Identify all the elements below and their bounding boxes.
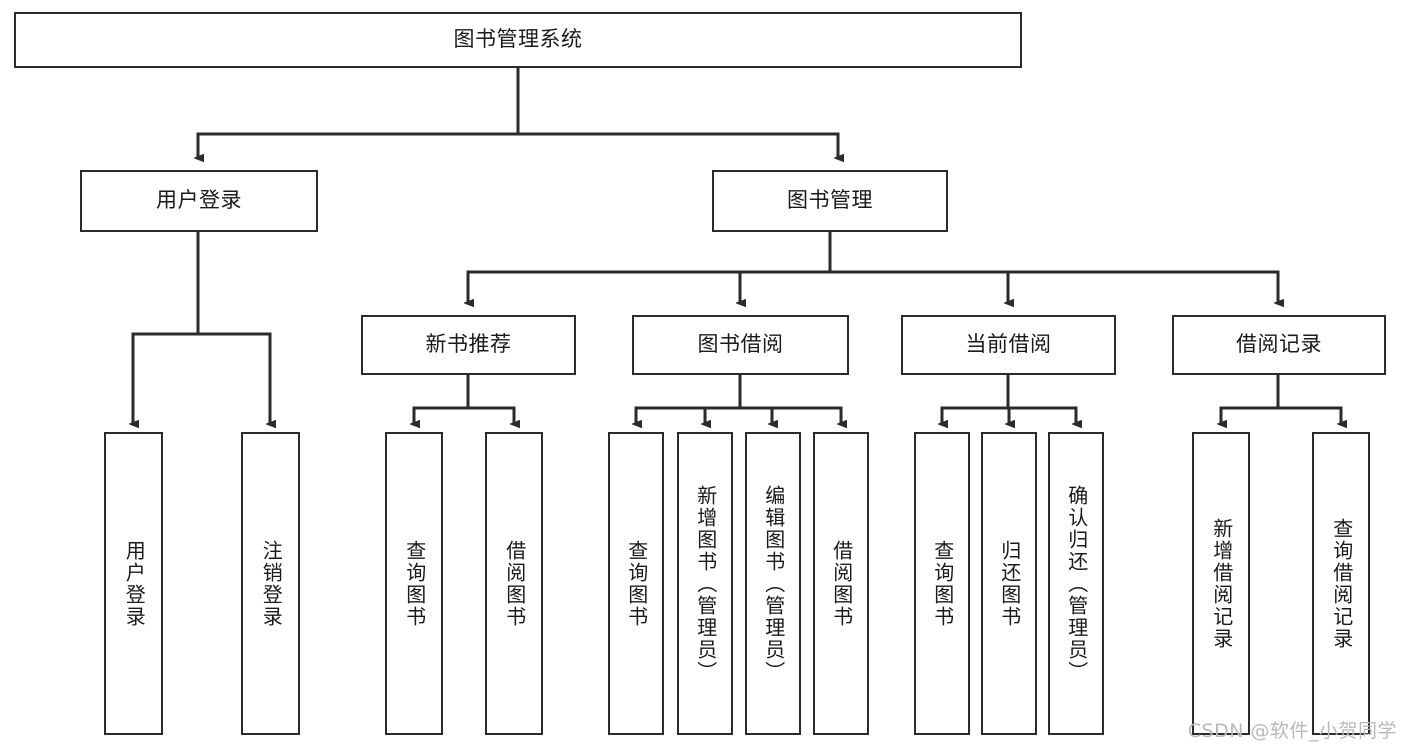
node-label: 图书借阅 bbox=[697, 332, 784, 357]
leaf-return-book[interactable]: 归还图书 bbox=[981, 432, 1037, 735]
leaf-query-book-3[interactable]: 查询图书 bbox=[914, 432, 970, 735]
node-label: 新增图书（管理员） bbox=[693, 484, 718, 683]
node-label: 查询图书 bbox=[402, 539, 427, 628]
watermark: CSDN @软件_小贺同学 bbox=[1187, 720, 1397, 742]
leaf-borrow-book-2[interactable]: 借阅图书 bbox=[813, 432, 869, 735]
leaf-query-book-1[interactable]: 查询图书 bbox=[385, 432, 443, 735]
leaf-add-book[interactable]: 新增图书（管理员） bbox=[677, 432, 733, 735]
node-label: 借阅记录 bbox=[1236, 332, 1322, 357]
node-book-borrow[interactable]: 图书借阅 bbox=[632, 315, 849, 375]
node-current-borrow[interactable]: 当前借阅 bbox=[901, 315, 1116, 375]
node-label: 图书管理系统 bbox=[453, 27, 583, 52]
node-label: 新书推荐 bbox=[425, 332, 512, 357]
leaf-user-login[interactable]: 用户登录 bbox=[104, 432, 163, 735]
node-label: 编辑图书（管理员） bbox=[761, 484, 786, 683]
leaf-add-record[interactable]: 新增借阅记录 bbox=[1192, 432, 1250, 735]
leaf-confirm-return[interactable]: 确认归还（管理员） bbox=[1048, 432, 1104, 735]
node-book-manage[interactable]: 图书管理 bbox=[712, 170, 948, 232]
node-label: 用户登录 bbox=[156, 188, 242, 213]
node-label: 借阅图书 bbox=[502, 539, 527, 628]
node-label: 确认归还（管理员） bbox=[1064, 484, 1089, 683]
node-label: 用户登录 bbox=[122, 539, 147, 628]
node-label: 借阅图书 bbox=[829, 539, 854, 628]
node-label: 图书管理 bbox=[787, 188, 873, 213]
node-label: 注销登录 bbox=[259, 539, 284, 628]
node-label: 新增借阅记录 bbox=[1209, 517, 1234, 650]
leaf-borrow-book-1[interactable]: 借阅图书 bbox=[485, 432, 543, 735]
node-label: 归还图书 bbox=[997, 539, 1022, 628]
node-root-book-management-system[interactable]: 图书管理系统 bbox=[14, 12, 1022, 68]
node-label: 查询借阅记录 bbox=[1329, 517, 1354, 650]
node-label: 当前借阅 bbox=[965, 332, 1052, 357]
node-label: 查询图书 bbox=[624, 539, 649, 628]
leaf-query-record[interactable]: 查询借阅记录 bbox=[1312, 432, 1370, 735]
leaf-edit-book[interactable]: 编辑图书（管理员） bbox=[745, 432, 801, 735]
node-new-book-rec[interactable]: 新书推荐 bbox=[361, 315, 576, 375]
leaf-user-logout[interactable]: 注销登录 bbox=[241, 432, 300, 735]
leaf-query-book-2[interactable]: 查询图书 bbox=[608, 432, 664, 735]
node-borrow-record[interactable]: 借阅记录 bbox=[1172, 315, 1386, 375]
node-label: 查询图书 bbox=[930, 539, 955, 628]
node-user-login[interactable]: 用户登录 bbox=[80, 170, 318, 232]
